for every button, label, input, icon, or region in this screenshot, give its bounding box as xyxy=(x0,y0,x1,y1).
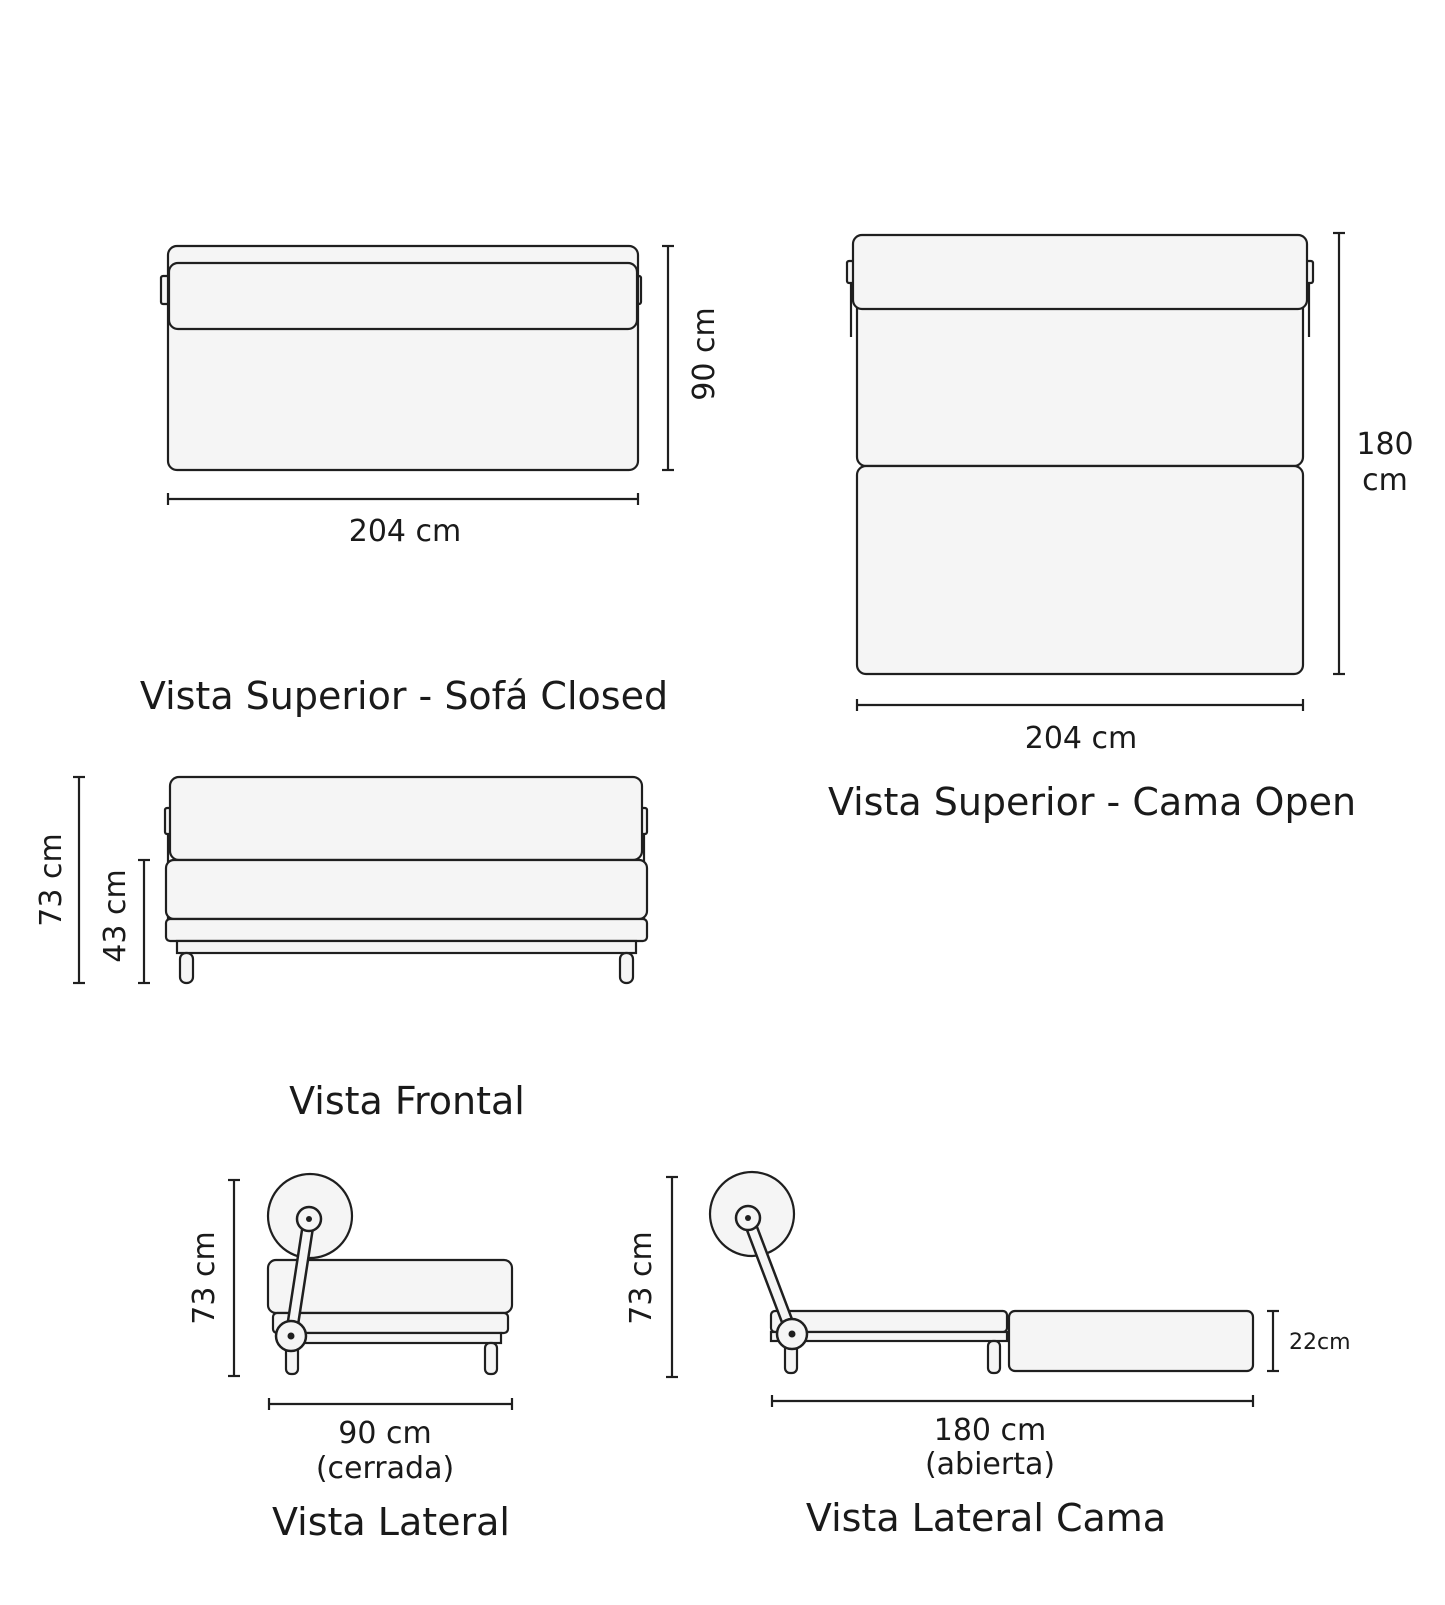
bed-extension xyxy=(855,464,1305,676)
base-rail xyxy=(769,1330,1009,1343)
base-rail xyxy=(277,1331,503,1345)
front-view: 73 cm 43 cm Vista Frontal xyxy=(34,775,649,1123)
top-view-closed: 90 cm 204 cm Vista Superior - Sofá Close… xyxy=(140,244,722,718)
mattress-extension xyxy=(1007,1309,1255,1373)
backrest-cushion xyxy=(167,261,639,331)
view-title: Vista Lateral Cama xyxy=(806,1496,1166,1540)
length-note: (abierta) xyxy=(925,1447,1055,1482)
leg-right xyxy=(618,951,635,985)
view-title: Vista Superior - Cama Open xyxy=(828,780,1356,824)
side-view-bed: 73 cm 22cm 180 cm (abierta) Vista Latera… xyxy=(624,1170,1351,1540)
base-frame xyxy=(164,917,649,943)
backrest-cushion xyxy=(168,775,644,862)
leg-front xyxy=(483,1341,499,1376)
depth-label: 90 cm xyxy=(338,1416,431,1451)
height-label: 73 cm xyxy=(624,1231,659,1324)
seat-height-label: 43 cm xyxy=(98,869,133,962)
base-frame xyxy=(271,1311,510,1335)
leg-left xyxy=(178,951,195,985)
depth-label-number: 180 xyxy=(1356,427,1413,462)
width-label: 204 cm xyxy=(1025,721,1138,756)
depth-label-unit: cm xyxy=(1362,463,1408,498)
depth-note: (cerrada) xyxy=(316,1451,454,1486)
depth-label: 90 cm xyxy=(687,307,722,400)
width-label: 204 cm xyxy=(349,514,462,549)
seat-cushion xyxy=(164,858,649,921)
view-title: Vista Superior - Sofá Closed xyxy=(140,674,668,718)
side-view: 73 cm 90 cm (cerrada) Vista Lateral xyxy=(187,1172,514,1544)
leg-front xyxy=(986,1339,1002,1375)
top-view-open: 180 cm 204 cm Vista Superior - Cama Open xyxy=(828,231,1414,824)
mattress-label: 22cm xyxy=(1289,1330,1351,1355)
length-label: 180 cm xyxy=(934,1413,1047,1448)
height-label: 73 cm xyxy=(187,1231,222,1324)
backrest-cushion xyxy=(851,233,1309,311)
view-title: Vista Frontal xyxy=(289,1079,525,1123)
view-title: Vista Lateral xyxy=(272,1500,510,1544)
base-rail xyxy=(175,939,638,955)
height-label: 73 cm xyxy=(34,833,69,926)
